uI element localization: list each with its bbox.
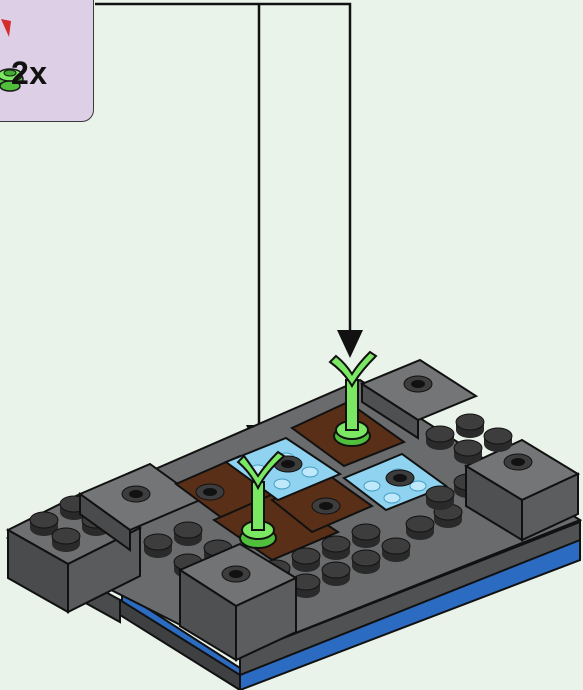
arrow-head: [337, 330, 363, 358]
green-plant-stem: [328, 350, 378, 447]
red-mark-icon: [1, 19, 11, 37]
green-plant-stem: [236, 450, 286, 549]
quantity-label: 2x: [11, 55, 48, 91]
assembly-arrows: [95, 2, 352, 427]
green-plant-stem-icon: [0, 68, 24, 92]
parts-callout: 2x: [0, 0, 94, 122]
